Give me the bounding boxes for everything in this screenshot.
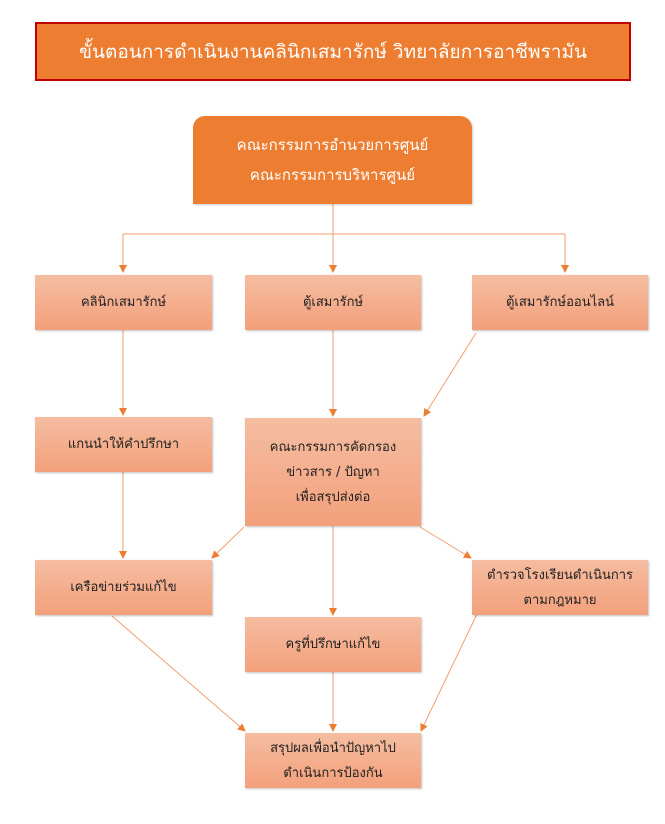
committee-box: คณะกรรมการอำนวยการศูนย์ คณะกรรมการบริหาร… [193, 116, 472, 204]
arrow-online-screening [423, 332, 477, 417]
leaders-box: แกนนำให้คำปรึกษา [35, 417, 212, 472]
committee-line-1: คณะกรรมการอำนวยการศูนย์ [236, 136, 429, 154]
cabinet-box: ตู้เสมารักษ์ [245, 275, 421, 330]
cabinet-label: ตู้เสมารักษ์ [302, 295, 364, 310]
summary-line-2: ดำเนินการป้องกัน [283, 765, 383, 781]
police-line-2: ตามกฎหมาย [523, 592, 597, 608]
arrow-network-summary [111, 615, 246, 732]
arrow-screening-police [419, 526, 472, 559]
online-cabinet-box: ตู้เสมารักษ์ออนไลน์ [472, 275, 648, 330]
network-label: เครือข่ายร่วมแก้ไข [70, 580, 177, 595]
online-cabinet-label: ตู้เสมารักษ์ออนไลน์ [505, 295, 614, 310]
clinic-label: คลินิกเสมารักษ์ [80, 295, 167, 310]
screening-line-2: ข่าวสาร / ปัญหา [286, 464, 380, 480]
summary-box: สรุปผลเพื่อนำปัญหาไป ดำเนินการป้องกัน [245, 733, 421, 788]
advisor-label: ครูที่ปรึกษาแก้ไข [285, 637, 381, 652]
police-box: ตำรวจโรงเรียนดำเนินการ ตามกฎหมาย [472, 560, 648, 615]
arrow-police-summary [420, 613, 478, 732]
screening-line-3: เพื่อสรุปส่งต่อ [295, 489, 371, 505]
network-box: เครือข่ายร่วมแก้ไข [35, 560, 212, 615]
screening-box: คณะกรรมการคัดกรอง ข่าวสาร / ปัญหา เพื่อส… [245, 418, 421, 526]
police-line-1: ตำรวจโรงเรียนดำเนินการ [487, 567, 633, 583]
arrow-screening-network [211, 526, 245, 559]
clinic-box: คลินิกเสมารักษ์ [35, 275, 212, 330]
committee-line-2: คณะกรรมการบริหารศูนย์ [249, 166, 416, 184]
screening-line-1: คณะกรรมการคัดกรอง [269, 439, 397, 455]
leaders-label: แกนนำให้คำปรึกษา [67, 437, 180, 452]
page-title: ขั้นตอนการดำเนินงานคลินิกเสมารักษ์ วิทยา… [35, 22, 631, 81]
summary-line-1: สรุปผลเพื่อนำปัญหาไป [270, 740, 396, 756]
advisor-box: ครูที่ปรึกษาแก้ไข [245, 617, 421, 672]
